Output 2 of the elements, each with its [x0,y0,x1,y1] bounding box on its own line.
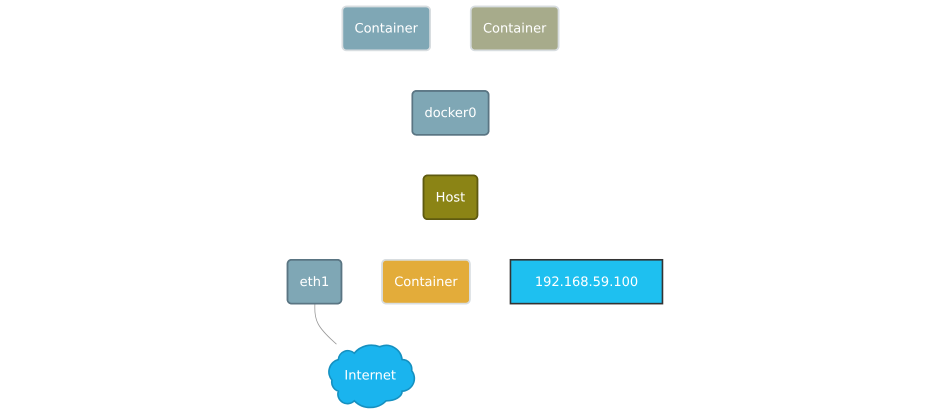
connector [314,304,337,345]
node-box: 192.168.59.100 [510,259,664,304]
